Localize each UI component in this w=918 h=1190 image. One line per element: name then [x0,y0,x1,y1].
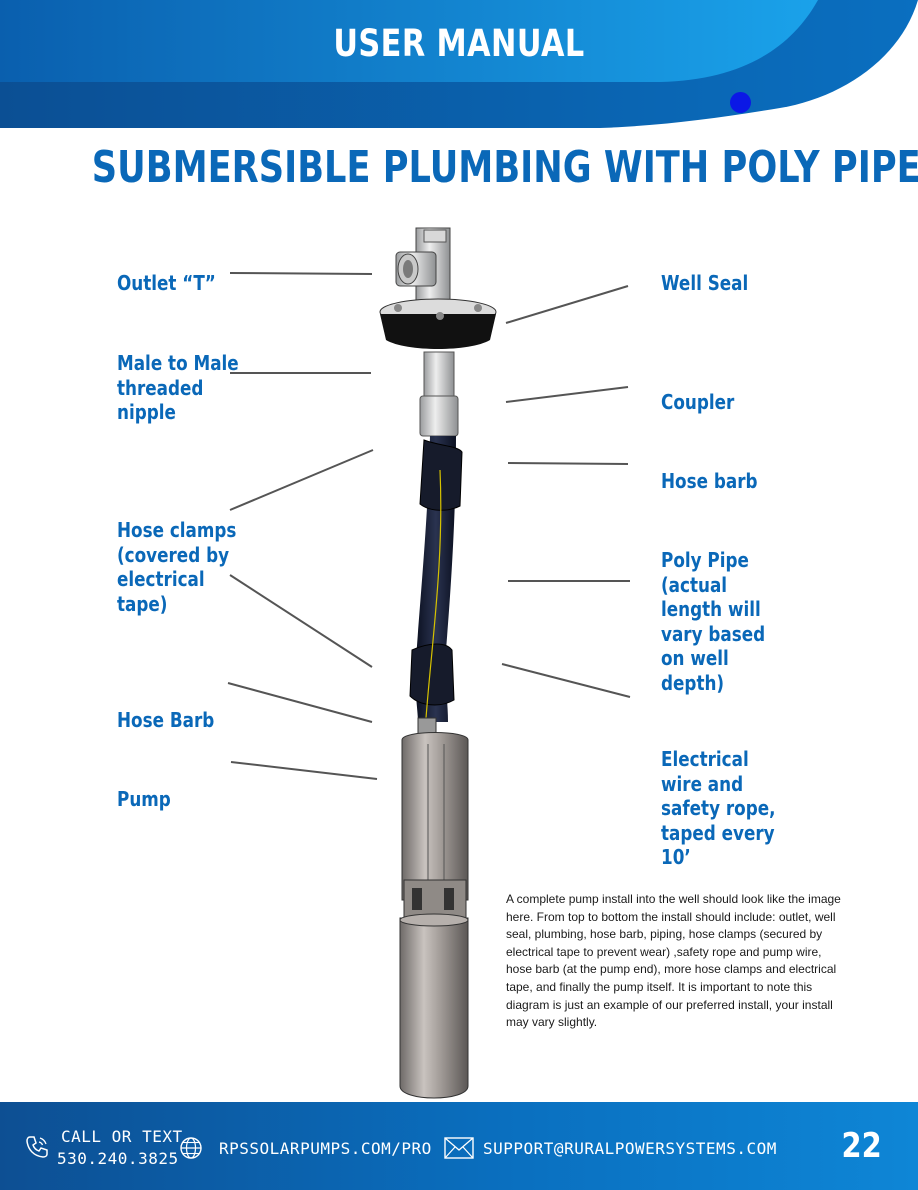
footer-phone[interactable]: 530.240.3825 [57,1149,179,1168]
label-outlet-tee: Outlet “T” [117,271,216,295]
label-male-nipple: Male to Male threaded nipple [117,351,239,424]
footer-website[interactable]: RPSSOLARPUMPS.COM/PRO [219,1139,432,1158]
label-hose-barb-bottom: Hose Barb [117,708,215,732]
label-hose-clamps: Hose clamps (covered by electrical tape) [117,518,237,616]
header-banner [0,0,918,128]
header-title: USER MANUAL [333,22,585,65]
outlet-tee [395,227,451,309]
globe-icon [180,1137,202,1159]
footer-call-label: CALL OR TEXT [61,1127,183,1146]
page-number: 22 [841,1126,882,1166]
phone-icon [26,1136,48,1158]
label-coupler: Coupler [661,390,735,414]
label-poly-pipe: Poly Pipe (actual length will vary based… [661,548,766,695]
label-well-seal: Well Seal [661,271,749,295]
label-pump: Pump [117,787,171,811]
label-hose-barb-top: Hose barb [661,469,758,493]
envelope-icon [444,1137,474,1159]
footer-email[interactable]: SUPPORT@RURALPOWERSYSTEMS.COM [483,1139,777,1158]
footer-bar [0,1102,918,1190]
label-electrical-wire: Electrical wire and safety rope, taped e… [661,747,776,869]
accent-dot [730,92,751,113]
page-title: SUBMERSIBLE PLUMBING WITH POLY PIPE [91,142,918,193]
description-paragraph: A complete pump install into the well sh… [506,892,841,1030]
well-seal [379,298,497,349]
